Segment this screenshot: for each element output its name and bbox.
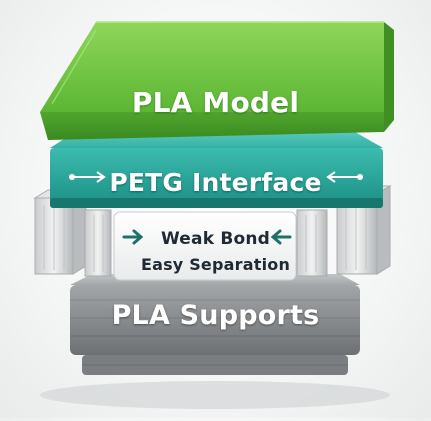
pla-supports-label: PLA Supports <box>111 300 320 331</box>
arrow-left-icon <box>270 229 292 245</box>
weak-bond-label: Weak Bond <box>160 229 271 249</box>
double-arrow-icon <box>69 171 363 183</box>
easy-separation-label: Easy Separation <box>140 255 291 274</box>
floor-shadow <box>40 381 390 409</box>
weak-bond-gap <box>113 211 297 281</box>
pla-model-label: PLA Model <box>131 86 300 119</box>
petg-interface-label: PETG Interface <box>109 168 322 197</box>
petg-interface-layer <box>50 132 383 208</box>
support-pillars <box>33 185 392 277</box>
arrow-right-icon <box>122 229 144 245</box>
pla-model-layer <box>40 21 394 140</box>
